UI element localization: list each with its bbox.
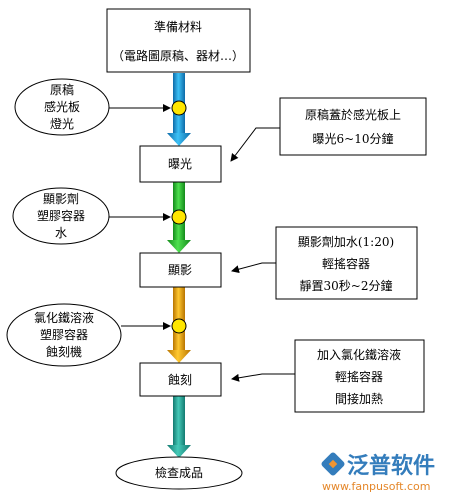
step-develop-label: 顯影 <box>168 263 192 277</box>
connector-note-exposure <box>230 127 280 162</box>
input-etch-oval <box>6 303 122 367</box>
input-etch-item-3: 蝕刻機 <box>46 344 82 359</box>
input-develop-item-3: 水 <box>55 226 67 240</box>
input-develop-item-2: 塑膠容器 <box>37 208 85 223</box>
junction-etch <box>171 318 187 334</box>
note-etch-line-1: 加入氯化鐵溶液 <box>317 347 401 362</box>
watermark-url: www.fanpusoft.com <box>322 480 430 493</box>
input-develop-item-1: 顯影劑 <box>43 191 79 206</box>
step-exposure-box <box>139 145 222 183</box>
connector-note-develop <box>231 262 276 274</box>
step-develop-box <box>139 252 222 288</box>
step-materials-box <box>106 8 251 73</box>
input-exposure-item-2: 感光板 <box>44 99 80 114</box>
input-exposure-item-3: 燈光 <box>50 116 74 131</box>
input-exposure-oval <box>14 78 110 136</box>
step-materials-subtitle: （電路圖原稿、器材…） <box>112 48 244 63</box>
step-etch-box <box>139 362 222 397</box>
input-etch-item-1: 氯化鐵溶液 <box>34 310 94 325</box>
note-exposure-line-1: 原稿蓋於感光板上 <box>305 107 401 122</box>
step-etch-label: 蝕刻 <box>168 372 192 387</box>
note-etch-line-3: 間接加熱 <box>335 391 383 406</box>
note-etch-line-2: 輕搖容器 <box>335 369 383 384</box>
junction-develop <box>171 209 187 225</box>
connector-note-etch <box>231 373 295 382</box>
flow-arrow-teal <box>167 396 191 458</box>
step-materials-title: 準備材料 <box>154 19 202 34</box>
note-etch-box <box>294 339 425 413</box>
input-develop-oval <box>12 187 110 245</box>
step-inspect-oval <box>115 456 243 490</box>
note-develop-line-1: 顯影劑加水(1:20) <box>298 234 394 249</box>
note-exposure-line-2: 曝光6~10分鐘 <box>313 131 394 146</box>
watermark-logo: 泛普软件 www.fanpusoft.com <box>321 452 435 493</box>
input-etch-item-2: 塑膠容器 <box>40 327 88 342</box>
note-develop-line-3: 靜置30秒~2分鐘 <box>300 278 393 293</box>
note-develop-box <box>275 226 418 300</box>
step-inspect-label: 檢查成品 <box>155 465 203 480</box>
brand-logo-icon <box>321 452 345 476</box>
note-develop-line-2: 輕搖容器 <box>322 256 370 271</box>
note-exposure-box <box>279 97 427 156</box>
input-exposure-item-1: 原稿 <box>50 82 74 97</box>
step-exposure-label: 曝光 <box>168 157 192 171</box>
junction-exposure <box>171 100 187 116</box>
watermark-brand: 泛普软件 <box>347 453 435 479</box>
